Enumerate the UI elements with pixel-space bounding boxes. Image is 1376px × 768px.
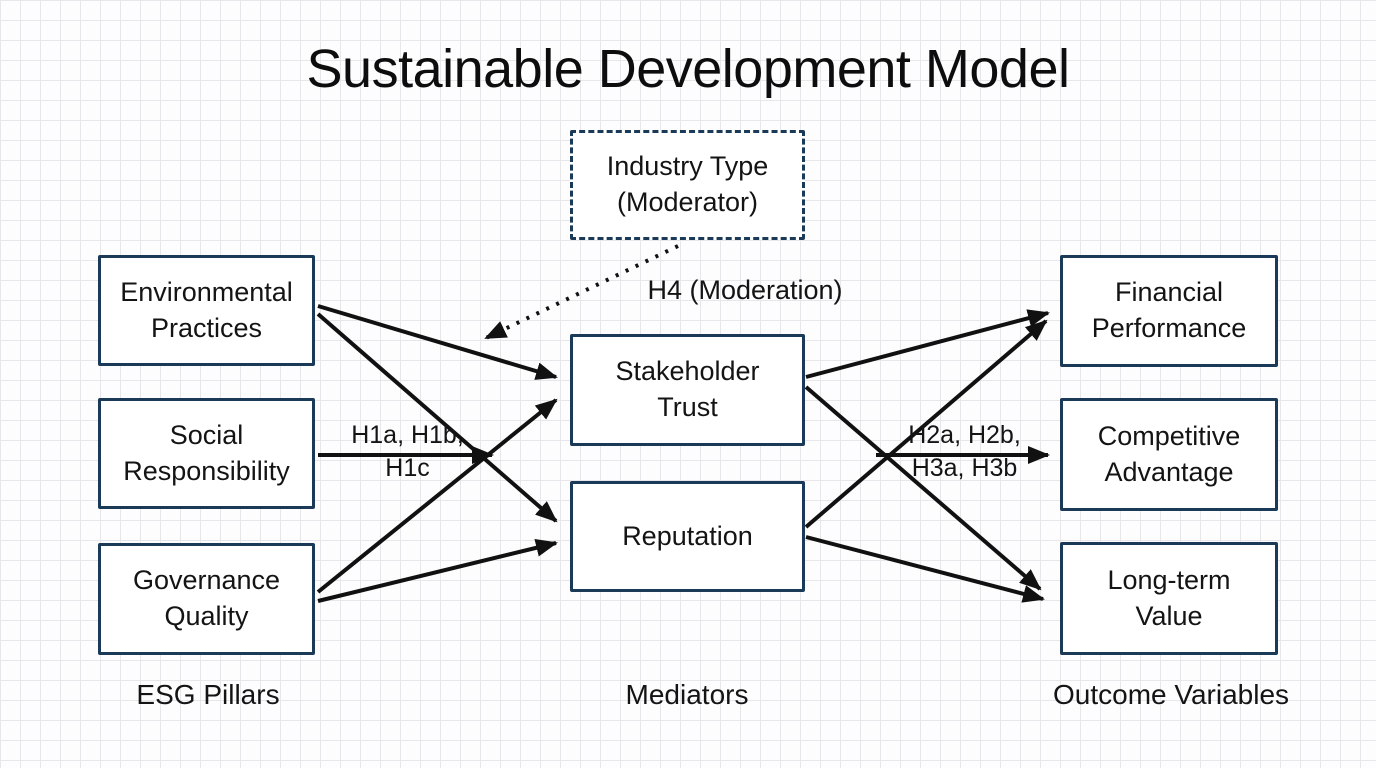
arrow-governance-to-reputation [317, 538, 558, 603]
label-h2-h3-paths: H2a, H2b, H3a, H3b [908, 421, 1021, 482]
group-label-esg-pillars: ESG Pillars [136, 679, 280, 710]
node-financial-performance: Financial Performance [1060, 255, 1278, 367]
diagram-title: Sustainable Development Model [306, 39, 1070, 99]
group-label-mediators: Mediators [625, 679, 749, 710]
node-stakeholder-trust: Stakeholder Trust [570, 334, 805, 446]
node-industry-type-moderator: Industry Type (Moderator) [570, 130, 805, 240]
node-reputation: Reputation [570, 481, 805, 592]
group-label-outcome-variables: Outcome Variables [1052, 679, 1290, 710]
arrow-reputation-to-longterm [805, 535, 1045, 603]
node-longterm-value: Long-term Value [1060, 542, 1278, 655]
label-h1-paths: H1a, H1b, H1c [351, 421, 464, 482]
arrow-governance-to-trust [316, 398, 558, 594]
node-environmental-practices: Environmental Practices [98, 255, 315, 366]
label-h4-moderation: H4 (Moderation) [647, 275, 843, 305]
arrow-environmental-to-reputation [316, 312, 558, 523]
arrow-environmental-to-trust [317, 304, 558, 380]
arrow-reputation-to-financial [804, 319, 1048, 529]
arrow-trust-to-longterm [804, 385, 1042, 591]
arrow-moderation-dotted [484, 244, 679, 340]
node-competitive-advantage: Competitive Advantage [1060, 398, 1278, 511]
node-social-responsibility: Social Responsibility [98, 398, 315, 509]
node-governance-quality: Governance Quality [98, 543, 315, 655]
arrow-trust-to-financial [805, 309, 1050, 379]
